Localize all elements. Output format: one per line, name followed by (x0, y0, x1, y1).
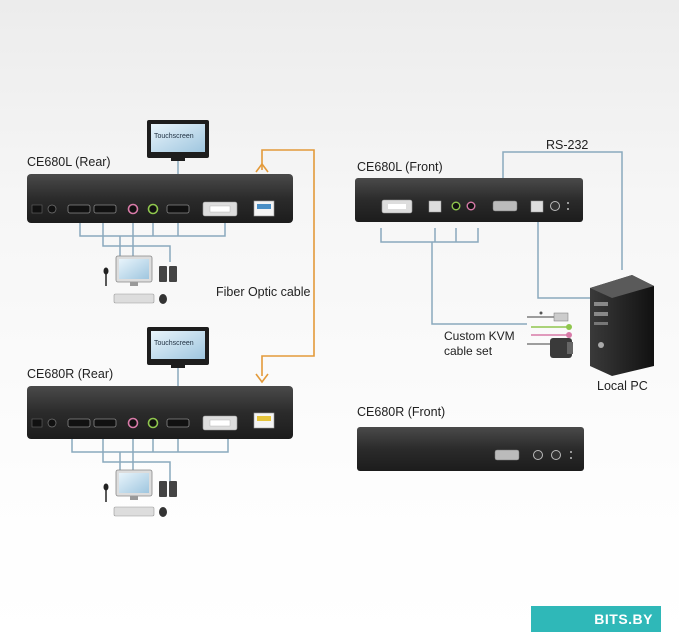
local-pc-tower (590, 275, 654, 376)
watermark-badge: BITS.BY (531, 606, 661, 632)
kvm-cable-connectors (527, 311, 573, 358)
kvm-cable-label-line1: Custom KVM (444, 329, 515, 343)
touchscreen-label-top: Touchscreen (154, 133, 194, 140)
ce680r-rear-device (27, 386, 293, 439)
touchscreen-monitor-bottom (147, 327, 209, 368)
ce680l-front-device (355, 178, 583, 222)
ce680r-front-label: CE680R (Front) (357, 405, 446, 419)
ce680l-rear-label: CE680L (Rear) (27, 155, 111, 169)
fiber-optic-cable (255, 149, 315, 384)
local-pc-label: Local PC (597, 379, 648, 393)
ce680r-front-device (357, 427, 584, 471)
cable-lines (71, 151, 623, 484)
console-peripherals-top (103, 255, 177, 304)
ce680l-rear-device (27, 174, 293, 223)
kvm-cable-label-line2: cable set (444, 344, 493, 358)
fiber-optic-label: Fiber Optic cable (216, 285, 311, 299)
rs232-label: RS-232 (546, 138, 589, 152)
ce680l-front-label: CE680L (Front) (357, 160, 443, 174)
console-peripherals-bottom (103, 469, 177, 517)
ce680r-rear-label: CE680R (Rear) (27, 367, 114, 381)
touchscreen-monitor-top (147, 120, 209, 161)
touchscreen-label-bottom: Touchscreen (154, 340, 194, 347)
